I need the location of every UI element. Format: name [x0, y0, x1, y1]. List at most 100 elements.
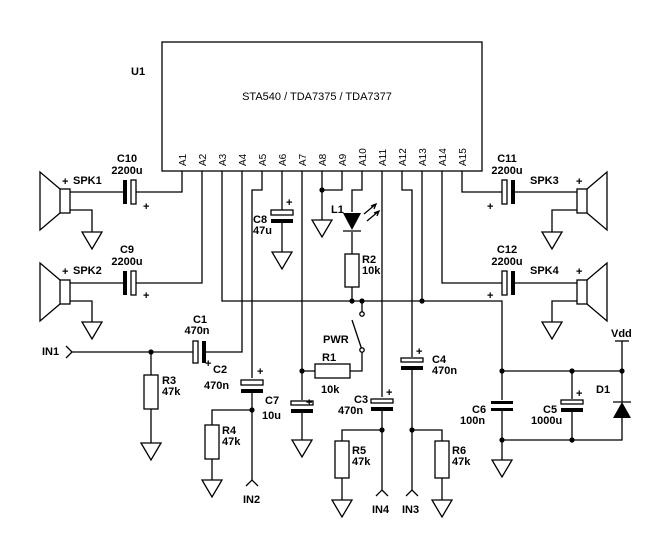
r3-resistor: R3 47k [143, 374, 181, 410]
speaker-spk3: SPK3 + [530, 170, 608, 232]
input-in4: IN4 [372, 489, 390, 516]
svg-text:R6: R6 [452, 445, 466, 457]
input-in2: IN2 [243, 479, 260, 506]
input-in1: IN1 [42, 345, 73, 359]
svg-text:R2: R2 [362, 254, 376, 266]
svg-text:+: + [257, 366, 263, 378]
junctions [148, 187, 625, 443]
ground-symbol [490, 459, 514, 479]
svg-text:SPK4: SPK4 [530, 265, 560, 277]
svg-text:C8: C8 [253, 214, 267, 226]
svg-text:10k: 10k [321, 384, 340, 396]
svg-text:+: + [487, 290, 493, 302]
speaker-spk1: SPK1 + [39, 170, 102, 232]
ic-pin-label: A15 [458, 148, 469, 166]
ic-pin-label: A9 [338, 153, 349, 166]
vdd-port: Vdd [611, 328, 632, 342]
svg-text:47k: 47k [352, 456, 371, 468]
svg-text:C12: C12 [497, 244, 517, 256]
ic-pin-label: A14 [438, 148, 449, 166]
c1-capacitor: C1 470n + [184, 314, 211, 370]
ground-symbol [310, 219, 334, 239]
ic-part-name: STA540 / TDA7375 / TDA7377 [242, 91, 392, 103]
ground-symbol [330, 499, 354, 519]
svg-text:C5: C5 [543, 404, 557, 416]
ic-pin-label: A6 [278, 153, 289, 166]
ground-symbol [540, 231, 564, 251]
svg-text:SPK3: SPK3 [530, 175, 559, 187]
svg-text:R1: R1 [322, 352, 336, 364]
svg-text:IN3: IN3 [402, 504, 419, 516]
svg-text:470n: 470n [338, 405, 363, 417]
svg-text:+: + [143, 201, 149, 213]
ic-pin-label: A7 [298, 153, 309, 166]
c4-capacitor: C4 470n + [400, 346, 457, 377]
ground-symbol [80, 321, 104, 341]
c12-capacitor: C12 2200u + [487, 244, 523, 302]
ic-body [161, 41, 483, 172]
pwr-switch-label: PWR [323, 334, 349, 346]
led-l1: L1 [331, 202, 381, 232]
svg-text:+: + [205, 358, 211, 370]
ic-ref: U1 [131, 66, 145, 78]
ground-symbol [430, 499, 454, 519]
r2-resistor: R2 10k [344, 253, 381, 288]
ic-pin-label: A13 [418, 148, 429, 166]
svg-text:R5: R5 [352, 445, 366, 457]
svg-text:+: + [576, 388, 582, 400]
ground-symbol [139, 442, 163, 462]
svg-text:100n: 100n [460, 415, 485, 427]
svg-text:C6: C6 [472, 404, 486, 416]
ic-pin-label: A1 [178, 153, 189, 166]
svg-text:+: + [576, 176, 582, 188]
c7-extra-cap: + [290, 397, 314, 413]
svg-text:2200u: 2200u [111, 165, 142, 177]
svg-text:C1: C1 [193, 314, 207, 326]
svg-text:C2: C2 [213, 364, 227, 376]
c6-capacitor: C6 100n [460, 401, 513, 427]
svg-text:+: + [62, 176, 68, 188]
svg-text:+: + [306, 397, 312, 409]
speaker-spk4: SPK4 + [530, 261, 608, 323]
speaker-spk2: SPK2 + [39, 261, 102, 323]
svg-text:47k: 47k [222, 436, 241, 448]
c5-capacitor: C5 1000u + [531, 388, 584, 427]
svg-text:IN4: IN4 [372, 504, 390, 516]
c2-capacitor: C2 470n [204, 364, 264, 393]
svg-text:47k: 47k [162, 386, 181, 398]
c10-capacitor: C10 2200u + [111, 153, 149, 213]
svg-text:+: + [62, 266, 68, 278]
ic-pin-label: A11 [378, 149, 389, 166]
ic-pin-label: A8 [318, 153, 329, 166]
svg-text:1000u: 1000u [531, 415, 562, 427]
svg-text:+: + [286, 197, 292, 209]
svg-text:10k: 10k [362, 265, 381, 277]
svg-text:L1: L1 [331, 204, 344, 216]
r4-resistor: R4 47k [204, 424, 241, 460]
c3-capacitor: C3 470n + [338, 387, 394, 417]
svg-text:Vdd: Vdd [611, 328, 632, 340]
ic-pin-label: A4 [238, 153, 249, 166]
r6-resistor: R6 47k [434, 440, 471, 479]
ic-pin-label: A10 [358, 148, 369, 166]
svg-text:470n: 470n [432, 365, 457, 377]
svg-text:+: + [487, 201, 493, 213]
svg-text:2200u: 2200u [491, 165, 522, 177]
ground-symbol [80, 231, 104, 251]
svg-text:47k: 47k [452, 456, 471, 468]
ic-pin-label: A3 [218, 153, 229, 166]
ground-symbol [270, 251, 294, 271]
svg-text:R4: R4 [222, 425, 237, 437]
svg-text:C11: C11 [497, 153, 517, 165]
svg-text:470n: 470n [204, 380, 229, 392]
ic-pin-label: A5 [258, 153, 269, 166]
svg-text:C9: C9 [120, 244, 134, 256]
ground-symbol [200, 479, 224, 499]
svg-text:SPK2: SPK2 [73, 265, 102, 277]
svg-text:SPK1: SPK1 [73, 175, 102, 187]
svg-text:+: + [143, 290, 149, 302]
svg-text:+: + [416, 346, 422, 358]
